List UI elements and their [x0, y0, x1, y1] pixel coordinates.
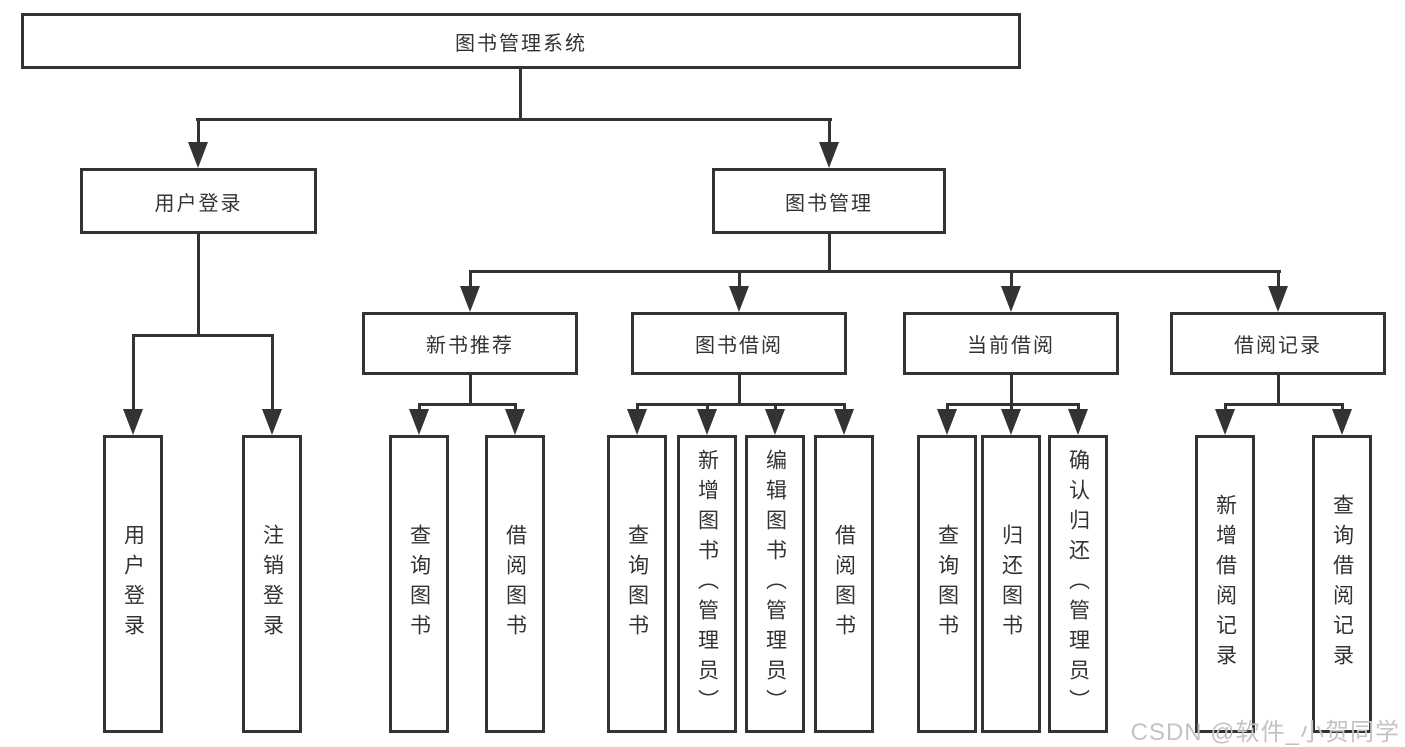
- arrow-down-cb-confirm: [1068, 409, 1088, 435]
- connector-to-br-query: [1341, 403, 1344, 412]
- leaf-user-login-label: 用户登录: [121, 524, 145, 644]
- leaf-bb-add-books-label: 新增图书（管理员）: [695, 449, 719, 719]
- connector-nb-stem: [469, 375, 472, 405]
- leaf-logout-label: 注销登录: [260, 524, 284, 644]
- connector-to-new-book-recommend: [469, 270, 472, 288]
- leaf-cb-query-books: 查询图书: [917, 435, 977, 733]
- node-borrowing-records: 借阅记录: [1170, 312, 1386, 375]
- connector-bb-stem: [738, 375, 741, 405]
- connector-cb-stem: [1010, 375, 1013, 405]
- connector-br-split: [1224, 403, 1344, 406]
- arrow-down-bb-add: [697, 409, 717, 435]
- connector-to-user-login: [197, 118, 200, 144]
- arrow-down-borrowing-records: [1268, 286, 1288, 312]
- node-book-management: 图书管理: [712, 168, 946, 234]
- connector-to-nb-borrow: [514, 403, 517, 412]
- node-book-borrowing-label: 图书借阅: [695, 335, 783, 357]
- connector-to-current-borrowing: [1010, 270, 1013, 288]
- connector-to-borrowing-records: [1277, 270, 1280, 288]
- node-book-management-label: 图书管理: [785, 192, 873, 215]
- connector-cb-split: [946, 403, 1080, 406]
- watermark: CSDN @软件_小贺同学: [1130, 719, 1400, 746]
- leaf-cb-return-books: 归还图书: [981, 435, 1041, 733]
- connector-to-nb-query: [418, 403, 421, 412]
- leaf-bb-edit-books: 编辑图书（管理员）: [745, 435, 805, 733]
- arrow-down-new-book-recommend: [460, 286, 480, 312]
- connector-to-br-add: [1224, 403, 1227, 412]
- arrow-down-current-borrowing: [1001, 286, 1021, 312]
- leaf-cb-query-books-label: 查询图书: [935, 524, 959, 644]
- arrow-down-nb-query: [409, 409, 429, 435]
- arrow-down-cb-query: [937, 409, 957, 435]
- node-user-login-label: 用户登录: [154, 192, 243, 215]
- node-root: 图书管理系统: [21, 13, 1021, 69]
- connector-user-login-split: [132, 334, 274, 337]
- arrow-down-bb-edit: [765, 409, 785, 435]
- connector-root-stem: [519, 69, 522, 119]
- node-current-borrowing: 当前借阅: [903, 312, 1119, 375]
- leaf-bb-add-books: 新增图书（管理员）: [677, 435, 737, 733]
- node-current-borrowing-label: 当前借阅: [967, 335, 1055, 357]
- arrow-down-user-login: [188, 142, 208, 168]
- connector-user-login-stem: [197, 234, 200, 336]
- leaf-nb-query-books-label: 查询图书: [407, 524, 431, 644]
- connector-to-bb-add: [706, 403, 709, 412]
- leaf-cb-confirm-return: 确认归还（管理员）: [1048, 435, 1108, 733]
- connector-to-bb-borrow: [843, 403, 846, 412]
- leaf-br-add-record-label: 新增借阅记录: [1213, 494, 1237, 674]
- node-user-login: 用户登录: [80, 168, 317, 234]
- arrow-down-cb-return: [1001, 409, 1021, 435]
- leaf-bb-borrow-books-label: 借阅图书: [832, 524, 856, 644]
- connector-to-bb-query: [636, 403, 639, 412]
- leaf-bb-edit-books-label: 编辑图书（管理员）: [763, 449, 787, 719]
- connector-to-bb-edit: [774, 403, 777, 412]
- leaf-logout: 注销登录: [242, 435, 302, 733]
- node-borrowing-records-label: 借阅记录: [1234, 335, 1322, 357]
- leaf-bb-query-books-label: 查询图书: [625, 524, 649, 644]
- leaf-nb-query-books: 查询图书: [389, 435, 449, 733]
- connector-to-cb-query: [946, 403, 949, 412]
- leaf-nb-borrow-books-label: 借阅图书: [503, 524, 527, 644]
- node-book-borrowing: 图书借阅: [631, 312, 847, 375]
- arrow-down-br-add: [1215, 409, 1235, 435]
- node-new-book-recommend-label: 新书推荐: [426, 335, 514, 357]
- connector-to-cb-confirm: [1077, 403, 1080, 412]
- arrow-down-leaf-logout: [262, 409, 282, 435]
- connector-to-cb-return: [1010, 403, 1013, 412]
- leaf-cb-return-books-label: 归还图书: [999, 524, 1023, 644]
- connector-br-stem: [1277, 375, 1280, 405]
- arrow-down-bb-borrow: [834, 409, 854, 435]
- arrow-down-nb-borrow: [505, 409, 525, 435]
- leaf-br-add-record: 新增借阅记录: [1195, 435, 1255, 733]
- connector-to-leaf-user-login: [132, 334, 135, 411]
- connector-book-management-stem: [828, 234, 831, 272]
- arrow-down-book-management: [819, 142, 839, 168]
- leaf-br-query-record: 查询借阅记录: [1312, 435, 1372, 733]
- leaf-bb-query-books: 查询图书: [607, 435, 667, 733]
- node-root-label: 图书管理系统: [455, 32, 587, 55]
- connector-to-book-borrowing: [738, 270, 741, 288]
- arrow-down-bb-query: [627, 409, 647, 435]
- arrow-down-book-borrowing: [729, 286, 749, 312]
- leaf-bb-borrow-books: 借阅图书: [814, 435, 874, 733]
- connector-to-book-management: [828, 118, 831, 144]
- leaf-nb-borrow-books: 借阅图书: [485, 435, 545, 733]
- node-new-book-recommend: 新书推荐: [362, 312, 578, 375]
- leaf-br-query-record-label: 查询借阅记录: [1330, 494, 1354, 674]
- connector-root-split: [196, 118, 832, 121]
- leaf-user-login: 用户登录: [103, 435, 163, 733]
- connector-nb-split: [418, 403, 517, 406]
- leaf-cb-confirm-return-label: 确认归还（管理员）: [1066, 449, 1090, 719]
- arrow-down-br-query: [1332, 409, 1352, 435]
- arrow-down-leaf-user-login: [123, 409, 143, 435]
- connector-bb-split: [636, 403, 846, 406]
- connector-book-management-split: [469, 270, 1281, 273]
- connector-to-leaf-logout: [271, 334, 274, 411]
